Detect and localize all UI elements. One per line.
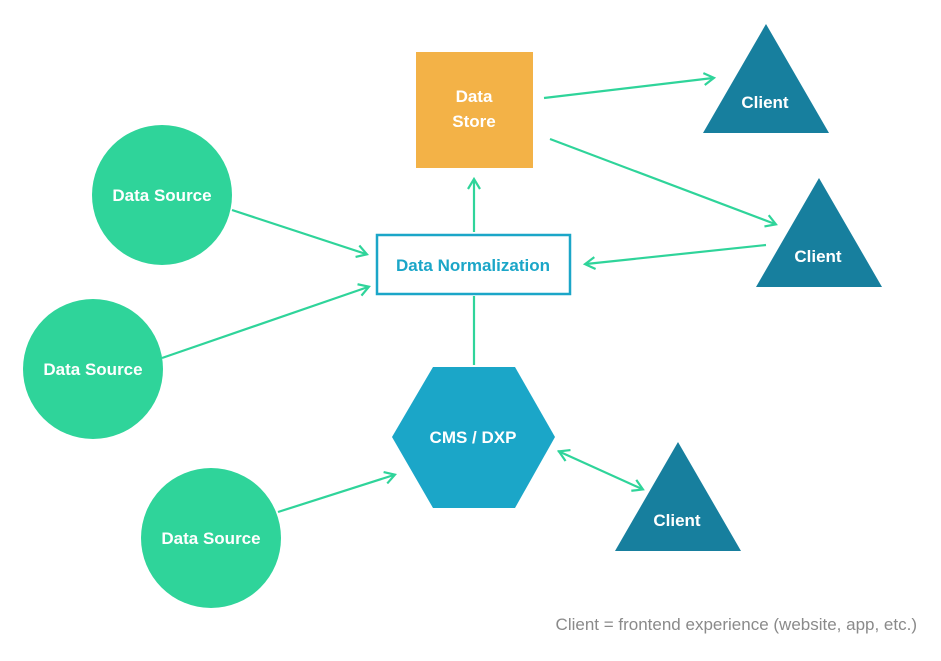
client-triangle	[703, 24, 829, 133]
client-label: Client	[653, 511, 701, 530]
cms-dxp-hexagon	[392, 367, 555, 508]
edge-client2-to-normalization	[582, 243, 767, 271]
edge-source3-to-cms	[277, 470, 397, 514]
edge-source1-to-normalization	[231, 208, 369, 258]
data-store-box	[416, 52, 533, 168]
client-triangle	[756, 178, 882, 287]
data-source-circle	[141, 468, 281, 608]
client-node-2: Client	[756, 178, 882, 287]
client-node-3: Client	[615, 442, 741, 551]
client-label: Client	[794, 247, 842, 266]
data-source-label: Data Source	[43, 360, 142, 379]
edge-cms-client3-bidirectional	[556, 448, 645, 492]
edge-source2-to-normalization	[161, 283, 371, 360]
data-source-node-2: Data Source	[23, 299, 163, 439]
client-label: Client	[741, 93, 789, 112]
data-normalization-box	[375, 233, 572, 296]
data-normalization-node: Data Normalization	[375, 233, 572, 296]
legend-caption: Client = frontend experience (website, a…	[555, 615, 917, 634]
data-store-node: Data Store	[416, 52, 533, 168]
cms-dxp-label: CMS / DXP	[430, 428, 517, 447]
data-source-node-1: Data Source	[92, 125, 232, 265]
data-source-circle	[23, 299, 163, 439]
edge-store-to-client1	[543, 72, 717, 100]
cms-dxp-node: CMS / DXP	[392, 367, 555, 508]
edge-store-to-client2	[549, 137, 778, 228]
data-source-label: Data Source	[112, 186, 211, 205]
data-store-label-line2: Store	[452, 112, 495, 131]
client-node-1: Client	[703, 24, 829, 133]
client-triangle	[615, 442, 741, 551]
data-source-label: Data Source	[161, 529, 260, 548]
data-source-circle	[92, 125, 232, 265]
data-store-label-line1: Data	[456, 87, 493, 106]
data-source-node-3: Data Source	[141, 468, 281, 608]
data-normalization-label: Data Normalization	[396, 256, 550, 275]
